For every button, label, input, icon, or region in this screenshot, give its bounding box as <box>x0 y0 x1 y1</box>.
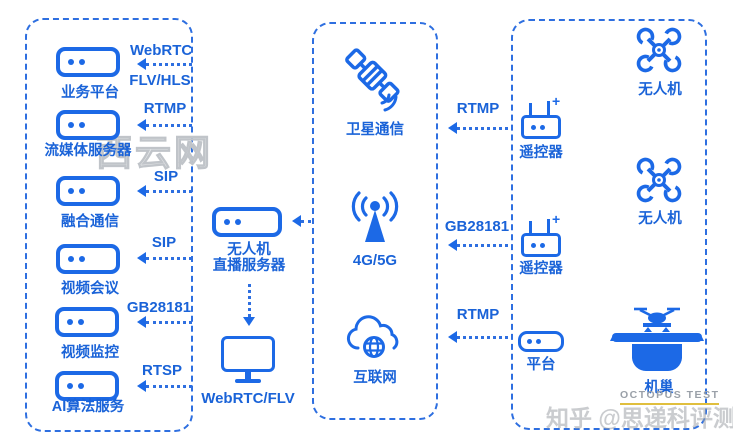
service-label: 业务平台 <box>61 85 119 101</box>
arrow-left-icon <box>442 122 508 134</box>
network-label: 卫星通信 <box>346 122 404 138</box>
service-label: 流媒体服务器 <box>44 143 132 159</box>
arrow-left-icon <box>131 380 192 392</box>
controller-label: 遥控器 <box>519 145 563 161</box>
server-icon <box>56 244 120 274</box>
drone-icon <box>635 156 683 204</box>
protocol-label: RTMP <box>456 306 500 323</box>
server-icon <box>56 47 120 77</box>
platform-server-icon <box>518 331 564 352</box>
arrow-down-icon <box>243 284 255 332</box>
protocol-label: RTMP <box>456 100 500 117</box>
arrow-left-icon <box>131 316 192 328</box>
network-links-panel <box>312 22 438 420</box>
platform-label: 平台 <box>526 357 556 373</box>
drone-server-icon <box>212 207 282 237</box>
drone-server-label-line1: 无人机 <box>227 242 271 258</box>
watermark-zhihu-text: 知乎 @思递科评测 <box>546 405 733 431</box>
network-label: 4G/5G <box>352 252 398 269</box>
drone-server-label: 无人机 直播服务器 <box>204 242 294 275</box>
server-icon <box>56 176 120 206</box>
cellular-antenna-icon <box>347 190 403 250</box>
server-icon <box>55 307 119 337</box>
field-devices-panel <box>511 19 707 430</box>
protocol-label: GB28181 <box>126 299 192 316</box>
drone-nest-icon <box>610 306 704 376</box>
nest-label: 机巢 <box>644 380 674 396</box>
arrow-left-icon <box>131 185 192 197</box>
service-label: AI算法服务 <box>51 399 125 415</box>
remote-controller-icon: + <box>521 93 565 141</box>
network-label: 互联网 <box>353 370 397 386</box>
cloud-globe-icon <box>344 306 406 368</box>
protocol-label: GB28181 <box>444 218 510 235</box>
drone-label: 无人机 <box>638 211 682 227</box>
protocol-label: SIP <box>151 234 177 251</box>
platform-services-panel <box>25 18 193 432</box>
client-protocol-label: WebRTC/FLV <box>201 390 295 407</box>
watermark-octopus-text: OCTOPUS TEST <box>620 389 720 405</box>
arrow-left-icon <box>131 252 192 264</box>
controller-label: 遥控器 <box>519 261 563 277</box>
arrow-left-icon <box>286 215 311 227</box>
arrow-left-icon <box>131 58 192 70</box>
protocol-label: WebRTC <box>130 42 193 59</box>
drone-server-label-line2: 直播服务器 <box>212 257 286 274</box>
protocol-label: RTMP <box>143 100 187 117</box>
arrow-left-icon <box>131 119 192 131</box>
protocol-label: RTSP <box>141 362 182 379</box>
service-label: 视频会议 <box>61 281 119 297</box>
server-icon <box>55 371 119 401</box>
service-label: 融合通信 <box>61 214 119 230</box>
service-label: 视频监控 <box>61 345 119 361</box>
protocol-label: FLV/HLS <box>129 72 191 89</box>
monitor-icon <box>221 336 275 383</box>
arrow-left-icon <box>442 331 508 343</box>
drone-icon <box>635 26 683 74</box>
protocol-label: SIP <box>153 168 179 185</box>
remote-controller-icon: + <box>521 211 565 259</box>
drone-label: 无人机 <box>638 82 682 98</box>
arrow-left-icon <box>442 239 508 251</box>
server-icon <box>56 110 120 140</box>
satellite-icon <box>340 46 408 116</box>
